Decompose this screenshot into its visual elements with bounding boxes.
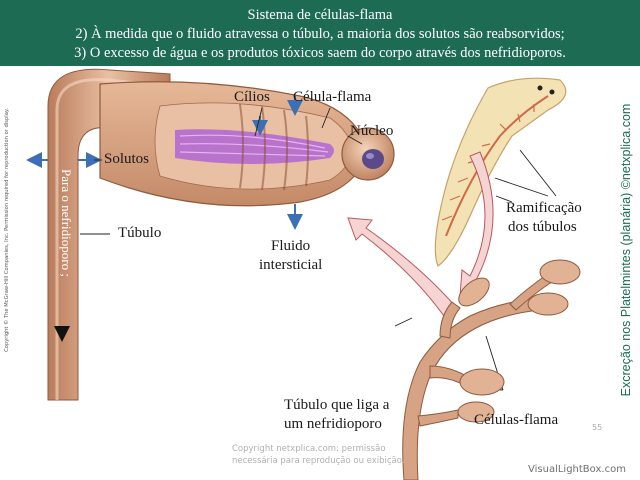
vertical-label-para-nefridioporo: Para o nefridioporo ; xyxy=(59,168,74,277)
label-fluido: Fluido xyxy=(271,238,311,254)
label-nefridioporo: um nefridioporo xyxy=(284,416,382,432)
vertical-copyright-left: Copyright © The McGraw-Hill Companies, I… xyxy=(4,108,10,352)
vertical-caption-right: Excreção nos Platelmintes (planária) ©ne… xyxy=(619,103,633,397)
label-celula-flama: Célula-flama xyxy=(293,89,372,105)
watermark-text: Copyright netxplica.com: permissão neces… xyxy=(232,444,405,466)
flame-cell-illustration xyxy=(26,68,581,480)
page-number: 55 xyxy=(592,423,603,432)
header-line-3: 3) O excesso de água e os produtos tóxic… xyxy=(74,45,566,61)
label-tubulo-liga: Túbulo que liga a xyxy=(284,397,390,413)
label-cilios: Cílios xyxy=(234,89,270,105)
branch-network xyxy=(402,259,581,480)
fluid-arrows xyxy=(26,96,303,230)
header-line-2: 2) À medida que o fluido atravessa o túb… xyxy=(75,26,565,42)
label-solutos: Solutos xyxy=(104,151,150,167)
label-ramificacao: Ramificação xyxy=(506,200,582,216)
enlarge-arrow-left xyxy=(347,217,456,317)
label-intersticial: intersticial xyxy=(259,257,323,273)
label-tubulo: Túbulo xyxy=(118,225,162,241)
header-banner: Sistema de células-flama 2) À medida que… xyxy=(0,0,640,66)
header-title: Sistema de células-flama xyxy=(247,7,393,23)
visuallightbox-link[interactable]: VisualLightBox.com xyxy=(528,464,626,475)
label-dos-tubulos: dos túbulos xyxy=(508,219,577,235)
label-celulas-flama: Células-flama xyxy=(474,412,559,428)
planarian-illustration xyxy=(434,77,567,267)
label-nucleo: Núcleo xyxy=(350,123,394,139)
